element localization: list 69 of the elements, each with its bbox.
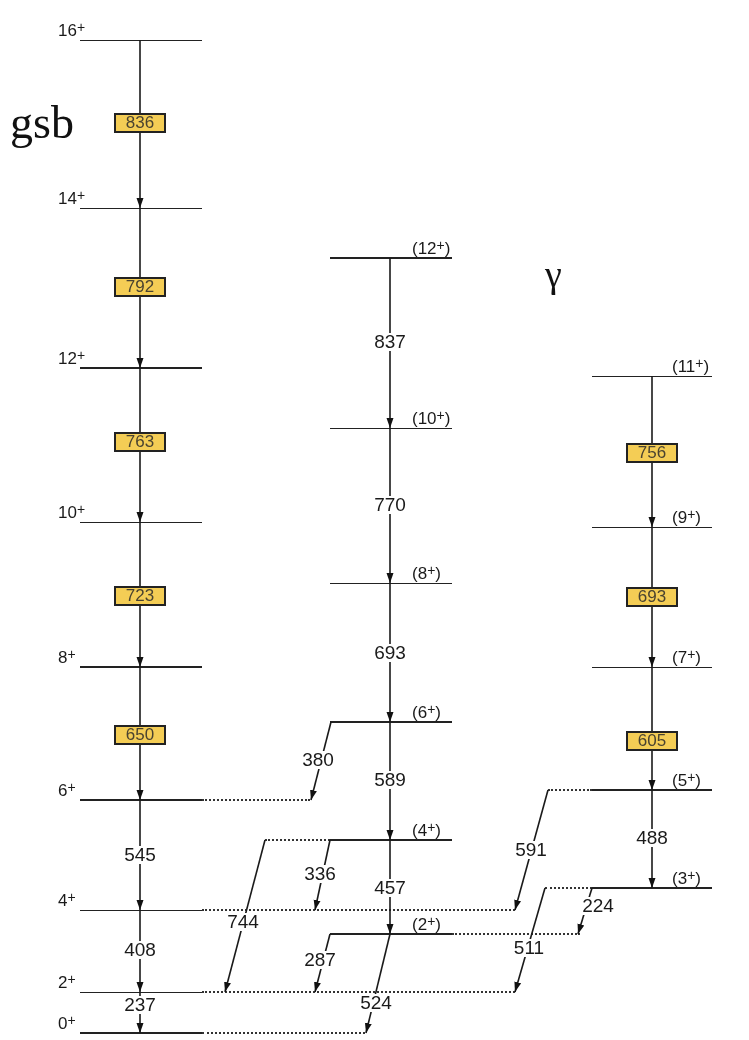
energy-label: 237: [123, 996, 157, 1014]
energy-label: 408: [123, 941, 157, 959]
highlighted-energy-box: 693: [626, 587, 678, 607]
spin-label: 2$^{+}$: [58, 974, 76, 991]
highlighted-energy-box: 605: [626, 731, 678, 751]
energy-label: 591: [514, 841, 548, 859]
spin-label: 8$^{+}$: [58, 650, 76, 667]
transition-arrow: [136, 296, 144, 369]
spin-label: (7$^{+}$): [672, 649, 701, 666]
spin-label: 12$^{+}$: [58, 351, 86, 367]
energy-level: [58, 1016, 365, 1034]
spin-label: 4$^{+}$: [58, 892, 76, 909]
energy-label: 488: [635, 829, 669, 847]
energy-label: 224: [581, 897, 615, 915]
energy-label: 770: [373, 496, 407, 514]
spin-label: 10$^{+}$: [58, 504, 86, 521]
highlighted-energy-box: 723: [114, 586, 166, 606]
spin-label: 14$^{+}$: [58, 190, 86, 207]
energy-level: [58, 22, 202, 41]
energy-label: 837: [373, 333, 407, 351]
energy-level: [58, 190, 202, 209]
energy-level: [58, 504, 202, 523]
energy-level: [58, 351, 202, 369]
energy-label: 380: [301, 751, 335, 769]
highlighted-energy-box: 792: [114, 277, 166, 297]
spin-label: (12$^{+}$): [412, 241, 451, 257]
spin-label: (5$^{+}$): [672, 773, 701, 789]
energy-level: [58, 783, 310, 802]
spin-label: (8$^{+}$): [412, 565, 441, 582]
energy-label: 693: [373, 644, 407, 662]
transition-arrow: [386, 427, 394, 584]
energy-level: [58, 650, 202, 669]
spin-label: (10$^{+}$): [412, 410, 451, 427]
transition-arrow: [386, 582, 394, 723]
highlighted-energy-box: 763: [114, 432, 166, 452]
energy-label: 545: [123, 846, 157, 864]
energy-label: 524: [359, 994, 393, 1012]
spin-label: 0$^{+}$: [58, 1016, 76, 1032]
energy-level: [330, 917, 580, 935]
transition-arrow: [648, 606, 656, 668]
highlighted-energy-box: 836: [114, 113, 166, 133]
spin-label: 6$^{+}$: [58, 783, 76, 800]
transition-arrow: [136, 605, 144, 668]
spin-label: (11$^{+}$): [672, 358, 710, 375]
energy-level: [58, 892, 515, 911]
band-label: γ: [545, 255, 562, 293]
spin-label: (4$^{+}$): [412, 823, 441, 839]
transition-arrow: [386, 257, 394, 429]
energy-level: [58, 974, 515, 993]
spin-label: (2$^{+}$): [412, 917, 441, 933]
spin-label: (9$^{+}$): [672, 509, 701, 526]
energy-label: 287: [303, 951, 337, 969]
energy-label: 511: [512, 939, 546, 957]
transition-arrow: [648, 462, 656, 528]
energy-label: 457: [373, 879, 407, 897]
transition-arrow: [136, 451, 144, 523]
spin-label: (6$^{+}$): [412, 705, 441, 721]
energy-label: 336: [303, 865, 337, 883]
energy-label: 744: [226, 913, 260, 931]
spin-label: 16$^{+}$: [58, 22, 86, 39]
band-label: gsb: [10, 100, 74, 146]
highlighted-energy-box: 756: [626, 443, 678, 463]
highlighted-energy-box: 650: [114, 725, 166, 745]
energy-label: 589: [373, 771, 407, 789]
transition-arrow: [136, 744, 144, 801]
transition-arrow: [136, 132, 144, 209]
transition-arrow: [224, 839, 266, 993]
spin-label: (3$^{+}$): [672, 871, 701, 887]
transition-arrow: [648, 750, 656, 791]
